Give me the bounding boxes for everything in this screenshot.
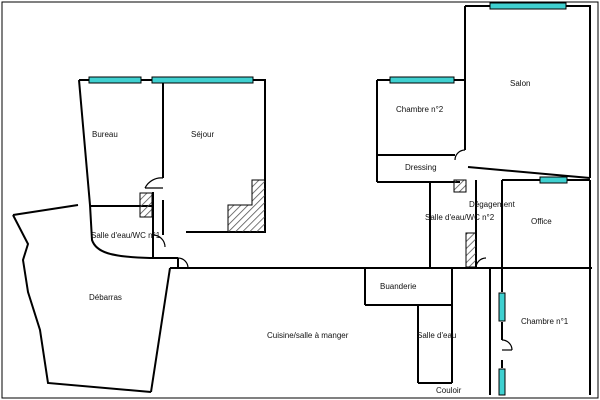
room-label-buanderie: Buanderie <box>380 282 417 291</box>
windows <box>88 2 568 396</box>
room-label-salle-eau-wc: Salle d'eau/WC n°1 <box>91 231 161 240</box>
room-label-office: Office <box>531 217 552 226</box>
room-label-salle-eau: Salle d'eau <box>417 331 457 340</box>
door-swings <box>144 149 513 351</box>
room-label-sejour: Séjour <box>191 130 215 139</box>
room-label-salon: Salon <box>510 79 531 88</box>
hatched-areas <box>139 179 477 268</box>
room-label-cuisine: Cuisine/salle à manger <box>267 331 349 340</box>
room-label-chambre2: Chambre n°2 <box>396 105 444 114</box>
room-label-bureau: Bureau <box>92 130 118 139</box>
room-label-chambre1: Chambre n°1 <box>521 317 569 326</box>
room-label-salle-eau-2: Salle d'eau/WC n°2 <box>425 213 495 222</box>
room-label-degagement: Dégagement <box>469 200 515 209</box>
room-label-dressing: Dressing <box>405 163 437 172</box>
room-label-debarras: Débarras <box>89 293 122 302</box>
room-label-couloir: Couloir <box>436 386 462 395</box>
